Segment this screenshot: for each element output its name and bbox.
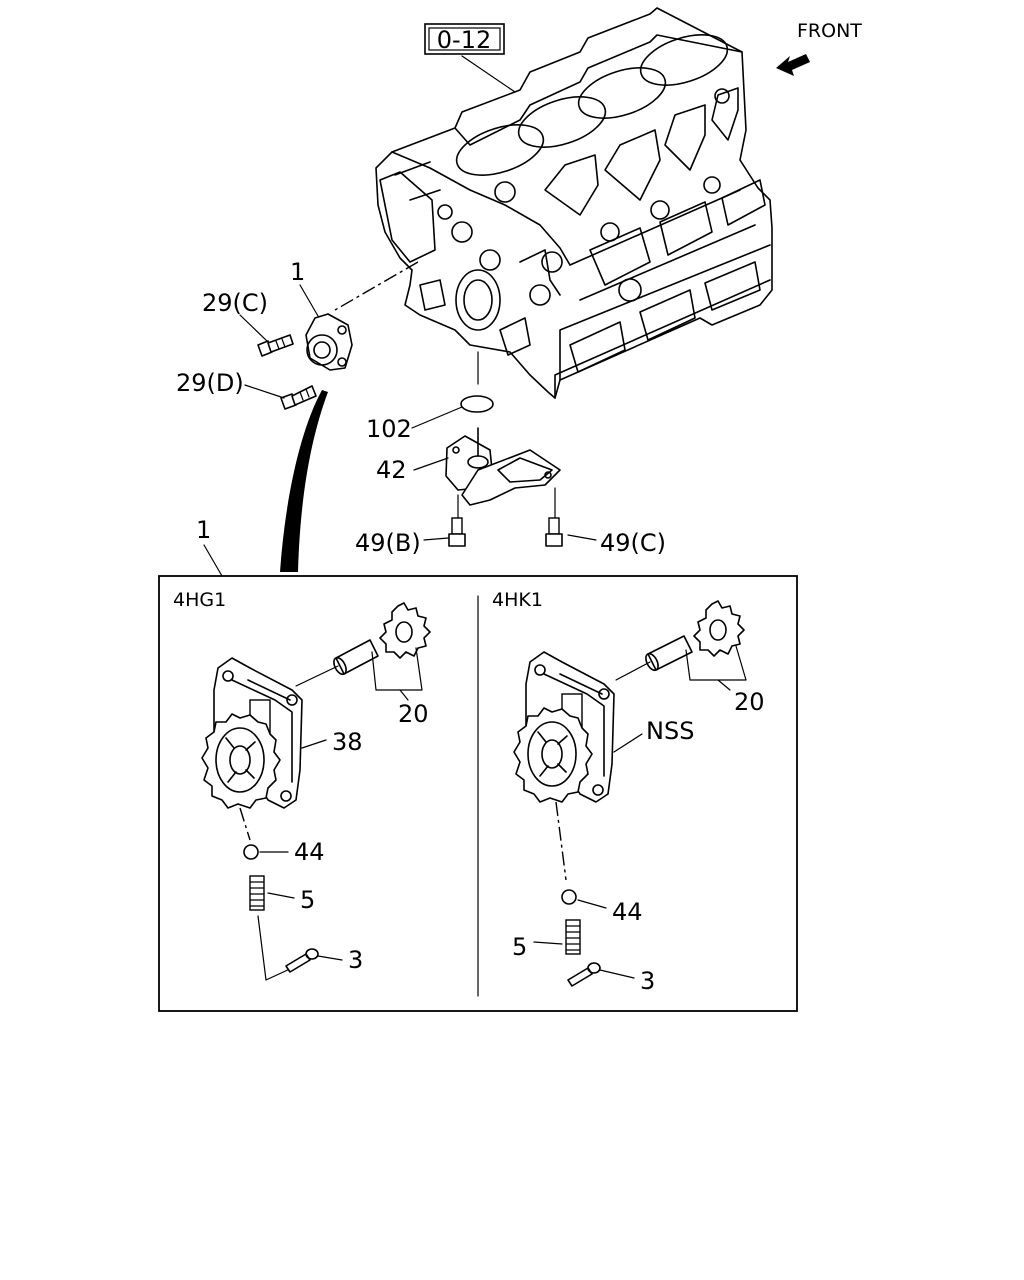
oring-102 <box>460 395 494 413</box>
callout-44-4hk1: 44 <box>612 898 643 926</box>
callout-1-detail: 1 <box>196 516 211 544</box>
callout-29d: 29(D) <box>176 369 244 397</box>
callout-44-4hg1: 44 <box>294 838 325 866</box>
callout-20-4hk1: 20 <box>734 688 765 716</box>
pump-centerline-4hg1 <box>239 807 251 841</box>
detail-pointer-arrow <box>280 390 328 572</box>
callout-102: 102 <box>366 415 412 443</box>
ball-4hg1 <box>243 844 259 860</box>
callout-3-4hk1: 3 <box>640 967 655 995</box>
bolt-49b <box>448 494 466 547</box>
bolt-49c <box>545 487 563 547</box>
callout-nss-4hk1: NSS <box>646 717 694 745</box>
callout-49c: 49(C) <box>600 529 666 557</box>
idler-gear-4hk1 <box>693 600 745 657</box>
callout-20-4hg1: 20 <box>398 700 429 728</box>
panel-4hg1: 4HG1 20 38 <box>173 589 431 981</box>
shaft-4hk1 <box>645 635 693 672</box>
spring-4hg1 <box>249 875 265 911</box>
callout-3-4hg1: 3 <box>348 946 363 974</box>
callout-49b: 49(B) <box>355 529 421 557</box>
oil-pump-assembly-small <box>305 313 353 371</box>
detail-frame <box>158 575 798 1012</box>
callout-5-4hk1: 5 <box>512 933 527 961</box>
drive-gear-4hk1 <box>513 707 593 803</box>
callout-42: 42 <box>376 456 407 484</box>
panel-4hg1-title: 4HG1 <box>173 589 226 611</box>
front-arrow-icon <box>776 54 810 76</box>
ref-box-0-12: 0-12 <box>424 23 516 93</box>
shaft-4hg1 <box>333 639 379 676</box>
idler-gear-4hg1 <box>379 602 431 659</box>
pin-4hg1 <box>285 948 319 973</box>
pin-leader-4hg1 <box>257 915 293 981</box>
bolt-29c <box>257 334 294 357</box>
spring-4hk1 <box>565 919 581 955</box>
callout-38-4hg1: 38 <box>332 728 363 756</box>
ball-4hk1 <box>561 889 577 905</box>
oil-pipe-42 <box>445 427 561 506</box>
callout-5-4hg1: 5 <box>300 886 315 914</box>
drive-gear-4hg1 <box>201 713 281 809</box>
mounting-centerline <box>334 261 419 311</box>
bolt-29d <box>280 385 317 410</box>
ref-box-label: 0-12 <box>437 26 491 54</box>
engine-block <box>375 7 773 399</box>
callout-29c: 29(C) <box>202 289 268 317</box>
front-indicator: FRONT <box>776 20 862 76</box>
pump-centerline-4hk1 <box>555 801 567 881</box>
callout-1-top: 1 <box>290 258 305 286</box>
panel-4hk1-title: 4HK1 <box>492 589 543 611</box>
front-label: FRONT <box>797 20 862 42</box>
panel-4hk1: 4HK1 20 NSS <box>492 589 765 995</box>
pin-4hk1 <box>567 962 601 987</box>
